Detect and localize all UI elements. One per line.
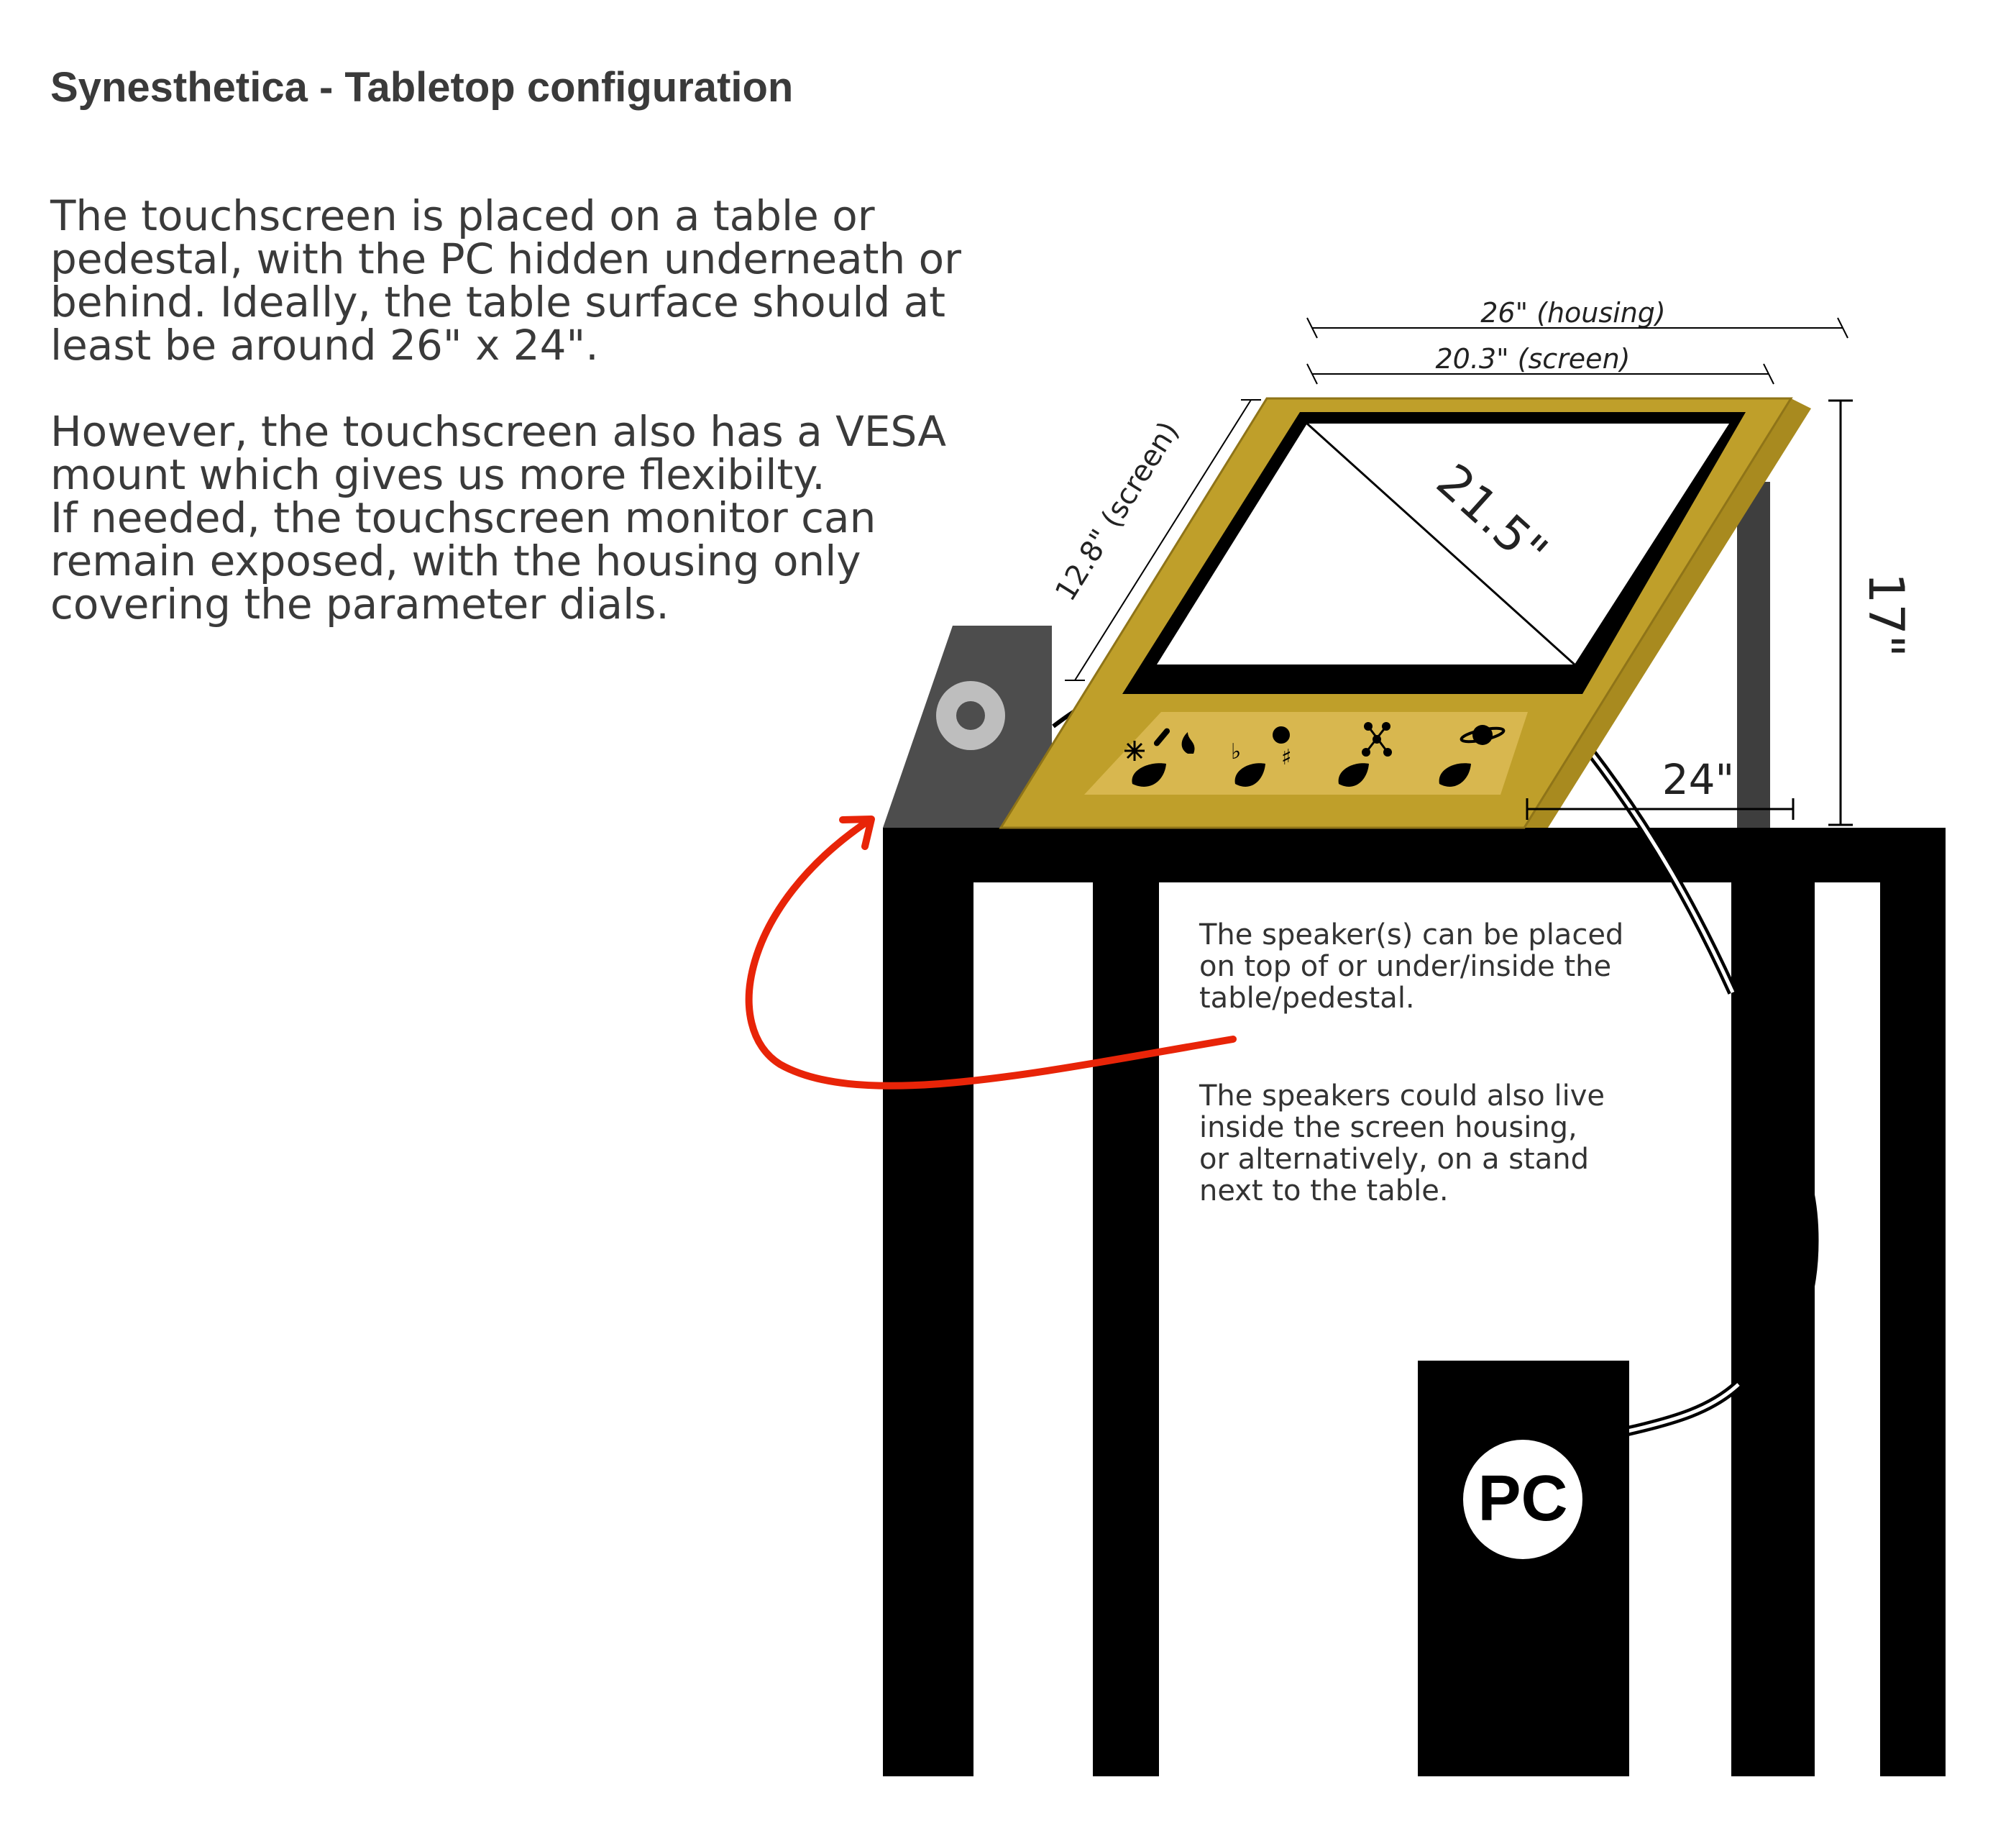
depth-label: 24" bbox=[1662, 755, 1734, 804]
snowflake-icon bbox=[1124, 741, 1145, 761]
screen-width-dimension bbox=[1306, 363, 1774, 385]
note-line: The speaker(s) can be placed bbox=[1199, 918, 1624, 951]
thermometer-icon bbox=[1153, 728, 1170, 746]
speaker bbox=[883, 626, 1052, 828]
table bbox=[883, 828, 1946, 1776]
table-leg-back-left bbox=[1093, 882, 1159, 1776]
flat-icon: ♭ bbox=[1231, 739, 1241, 764]
intro-line: If needed, the touchscreen monitor can bbox=[50, 493, 876, 542]
table-top bbox=[883, 828, 1946, 882]
palette-icon bbox=[1273, 726, 1290, 744]
screen-housing bbox=[999, 397, 1811, 829]
dimension-lines bbox=[1065, 317, 1853, 826]
intro-line: covering the parameter dials. bbox=[50, 580, 669, 629]
note-line: next to the table. bbox=[1199, 1174, 1449, 1207]
molecule-icon bbox=[1362, 722, 1392, 757]
intro-line: However, the touchscreen also has a VESA bbox=[50, 407, 947, 456]
speaker-arrow bbox=[745, 816, 1237, 1090]
note-line: inside the screen housing, bbox=[1199, 1111, 1577, 1144]
speaker-placement-note: The speaker(s) can be placed on top of o… bbox=[1199, 919, 1717, 1014]
dial-icons: ♭ ♯ bbox=[1124, 722, 1506, 787]
flame-icon bbox=[1181, 732, 1195, 754]
pc-case bbox=[1418, 1361, 1629, 1776]
housing-width-label: 26" (housing) bbox=[1480, 297, 1666, 329]
note-line: The speakers could also live bbox=[1199, 1079, 1605, 1113]
screen-diagonal-line bbox=[1306, 422, 1576, 666]
leaf-icon bbox=[1338, 763, 1369, 787]
screen-width-label: 20.3" (screen) bbox=[1436, 343, 1631, 375]
intro-line: behind. Ideally, the table surface shoul… bbox=[50, 278, 946, 326]
page-title: Synesthetica - Tabletop configuration bbox=[50, 64, 794, 111]
dial-panel bbox=[1084, 712, 1528, 795]
note-line: table/pedestal. bbox=[1199, 982, 1415, 1015]
leaf-icon bbox=[1234, 763, 1265, 787]
monitor-stand bbox=[1737, 482, 1770, 828]
intro-line: pedestal, with the PC hidden underneath … bbox=[50, 234, 961, 283]
note-line: or alternatively, on a stand bbox=[1199, 1143, 1589, 1176]
intro-paragraph-1: The touchscreen is placed on a table or … bbox=[50, 194, 985, 367]
screen-display bbox=[1157, 424, 1729, 664]
leaf-icon bbox=[1132, 763, 1166, 787]
table-leg-front-left bbox=[883, 882, 973, 1776]
intro-line: least be around 26" x 24". bbox=[50, 321, 599, 370]
sharp-icon: ♯ bbox=[1281, 745, 1292, 770]
depth-dimension bbox=[1526, 798, 1795, 820]
intro-text: The touchscreen is placed on a table or … bbox=[50, 194, 985, 626]
note-line: on top of or under/inside the bbox=[1199, 950, 1612, 983]
intro-line: remain exposed, with the housing only bbox=[50, 536, 861, 585]
arrow-head bbox=[839, 816, 875, 850]
pc-tower: PC bbox=[1418, 1361, 1629, 1776]
screen-height-dimension bbox=[1065, 399, 1261, 681]
intro-line: The touchscreen is placed on a table or bbox=[50, 191, 875, 240]
pc-label: PC bbox=[1477, 1463, 1567, 1535]
speaker-alternative-note: The speakers could also live inside the … bbox=[1199, 1080, 1717, 1207]
speaker-driver-center bbox=[956, 701, 985, 730]
table-leg-front-right bbox=[1880, 882, 1946, 1776]
pc-badge bbox=[1463, 1440, 1582, 1559]
intro-paragraph-2: However, the touchscreen also has a VESA… bbox=[50, 410, 985, 626]
intro-line: mount which gives us more flexibilty. bbox=[50, 450, 825, 499]
leaf-icon bbox=[1439, 763, 1471, 787]
housing-width-dimension bbox=[1306, 317, 1848, 339]
height-dimension bbox=[1828, 399, 1853, 826]
table-leg-back-right bbox=[1731, 882, 1815, 1776]
housing-side-edge bbox=[1524, 398, 1811, 828]
height-label: 17" bbox=[1857, 572, 1914, 657]
planet-icon bbox=[1460, 725, 1506, 745]
